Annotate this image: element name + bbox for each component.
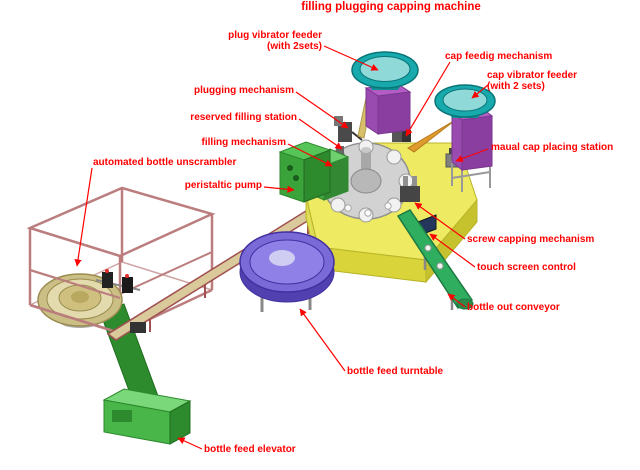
label-touch-screen-control: touch screen control	[477, 262, 576, 273]
bottle-feed-turntable	[239, 231, 335, 312]
elevator-vent	[112, 410, 132, 422]
leader-lines	[74, 45, 489, 450]
label-line: cap vibrator feeder	[487, 70, 578, 81]
label-screw-capping-mechanism: screw capping mechanism	[467, 234, 595, 245]
leader-peristaltic-pump	[263, 185, 295, 193]
label-line: (with 2sets)	[266, 41, 322, 52]
label-automated-bottle-unscrambler: automated bottle unscrambler	[93, 157, 237, 168]
leader-plugging-mechanism	[295, 91, 349, 129]
gripper-indicator	[105, 269, 109, 273]
reserved-filling-station	[336, 146, 344, 156]
page-title: filling plugging capping machine	[301, 1, 481, 13]
bottle-feed-elevator	[99, 303, 192, 445]
center-column	[361, 150, 371, 182]
leader-filling-mechanism	[287, 143, 333, 167]
leader-bottle-feed-turntable	[299, 308, 346, 372]
cap-vibrator-feeder	[407, 84, 496, 192]
label-manual-cap-placing-station: maual cap placing station	[491, 142, 614, 153]
label-plugging-mechanism: plugging mechanism	[193, 85, 294, 96]
label-bottle-feed-turntable: bottle feed turntable	[347, 366, 444, 377]
label-filling-mechanism: filling mechanism	[201, 137, 286, 148]
label-line: (with 2 sets)	[487, 81, 545, 92]
leader-touch-screen-control	[429, 233, 476, 268]
label-cap-feeding-mechanism: cap feedig mechanism	[445, 51, 553, 62]
gripper-indicator	[125, 274, 129, 278]
leader-plug-vibrator-feeder	[323, 45, 379, 71]
label-plug-vibrator-feeder: plug vibrator feeder (with 2sets)	[180, 30, 322, 52]
screw-capping-mechanism	[400, 176, 420, 202]
conveyor-motor	[130, 322, 146, 333]
leader-cap-feeding-mechanism	[405, 61, 451, 137]
bottle	[436, 262, 444, 270]
plug-vibrator-feeder	[351, 51, 419, 139]
bottle	[424, 244, 432, 252]
leader-bottle-feed-elevator	[177, 437, 203, 450]
label-reserved-filling-station: reserved filling station	[190, 112, 297, 123]
bottles-on-star-wheel	[344, 202, 392, 217]
pump-roller	[293, 175, 299, 181]
unscrambler-frame-front	[29, 269, 121, 335]
label-bottle-feed-elevator: bottle feed elevator	[204, 444, 296, 455]
bottle-out-conveyor	[396, 209, 474, 310]
label-line: plug vibrator feeder	[228, 30, 322, 41]
label-cap-vibrator-feeder: cap vibrator feeder (with 2 sets)	[487, 70, 577, 92]
label-bottle-out-conveyor: bottle out conveyor	[467, 302, 560, 313]
leader-automated-bottle-unscrambler	[74, 167, 93, 267]
frame-mechanisms	[95, 269, 141, 293]
leader-cap-vibrator-feeder	[471, 84, 489, 99]
pump-roller	[287, 165, 293, 171]
label-peristaltic-pump: peristaltic pump	[184, 180, 262, 191]
leader-screw-capping-mechanism	[414, 202, 466, 240]
leader-reserved-filling-station	[298, 118, 343, 150]
plugging-mechanism	[334, 116, 363, 142]
leader-manual-cap-placing-station	[455, 148, 489, 163]
leader-bottle-out-conveyor	[447, 293, 466, 308]
